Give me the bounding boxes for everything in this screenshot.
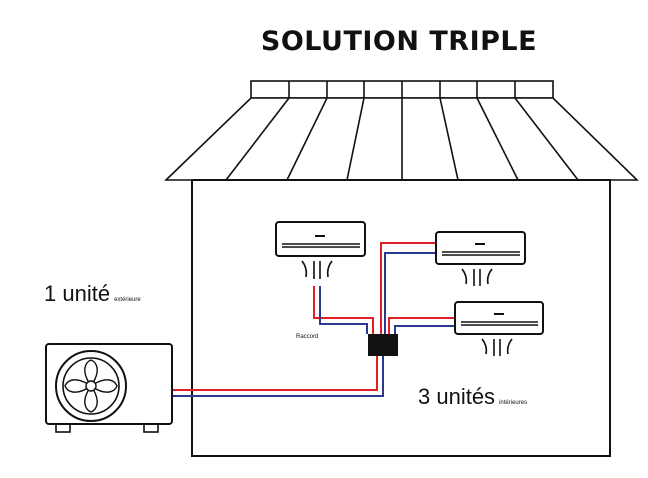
indoor-suffix: intérieures [499,400,528,406]
airflow-icon [301,260,333,279]
pipes-red [172,242,455,391]
fan-icon [55,350,127,422]
air-conditioner-icon [454,301,544,335]
pipes-blue [172,252,455,397]
indoor-unit-1 [275,221,366,279]
airflow-icon [481,338,513,356]
airflow-icon [461,268,493,286]
raccord-label: Raccord [296,334,319,340]
house-wall [191,179,611,457]
indoor-unit-2 [435,231,526,286]
raccord-box [368,334,398,356]
outdoor-unit [45,343,173,433]
page-title: SOLUTION TRIPLE [260,26,538,57]
air-conditioner-icon [435,231,526,265]
indoor-unit-3 [454,301,544,356]
outdoor-suffix: extérieure [114,297,141,303]
indoor-count: 3 unités [418,384,496,409]
house-roof [164,80,639,181]
air-conditioner-icon [275,221,366,257]
outdoor-count: 1 unité [44,281,111,306]
